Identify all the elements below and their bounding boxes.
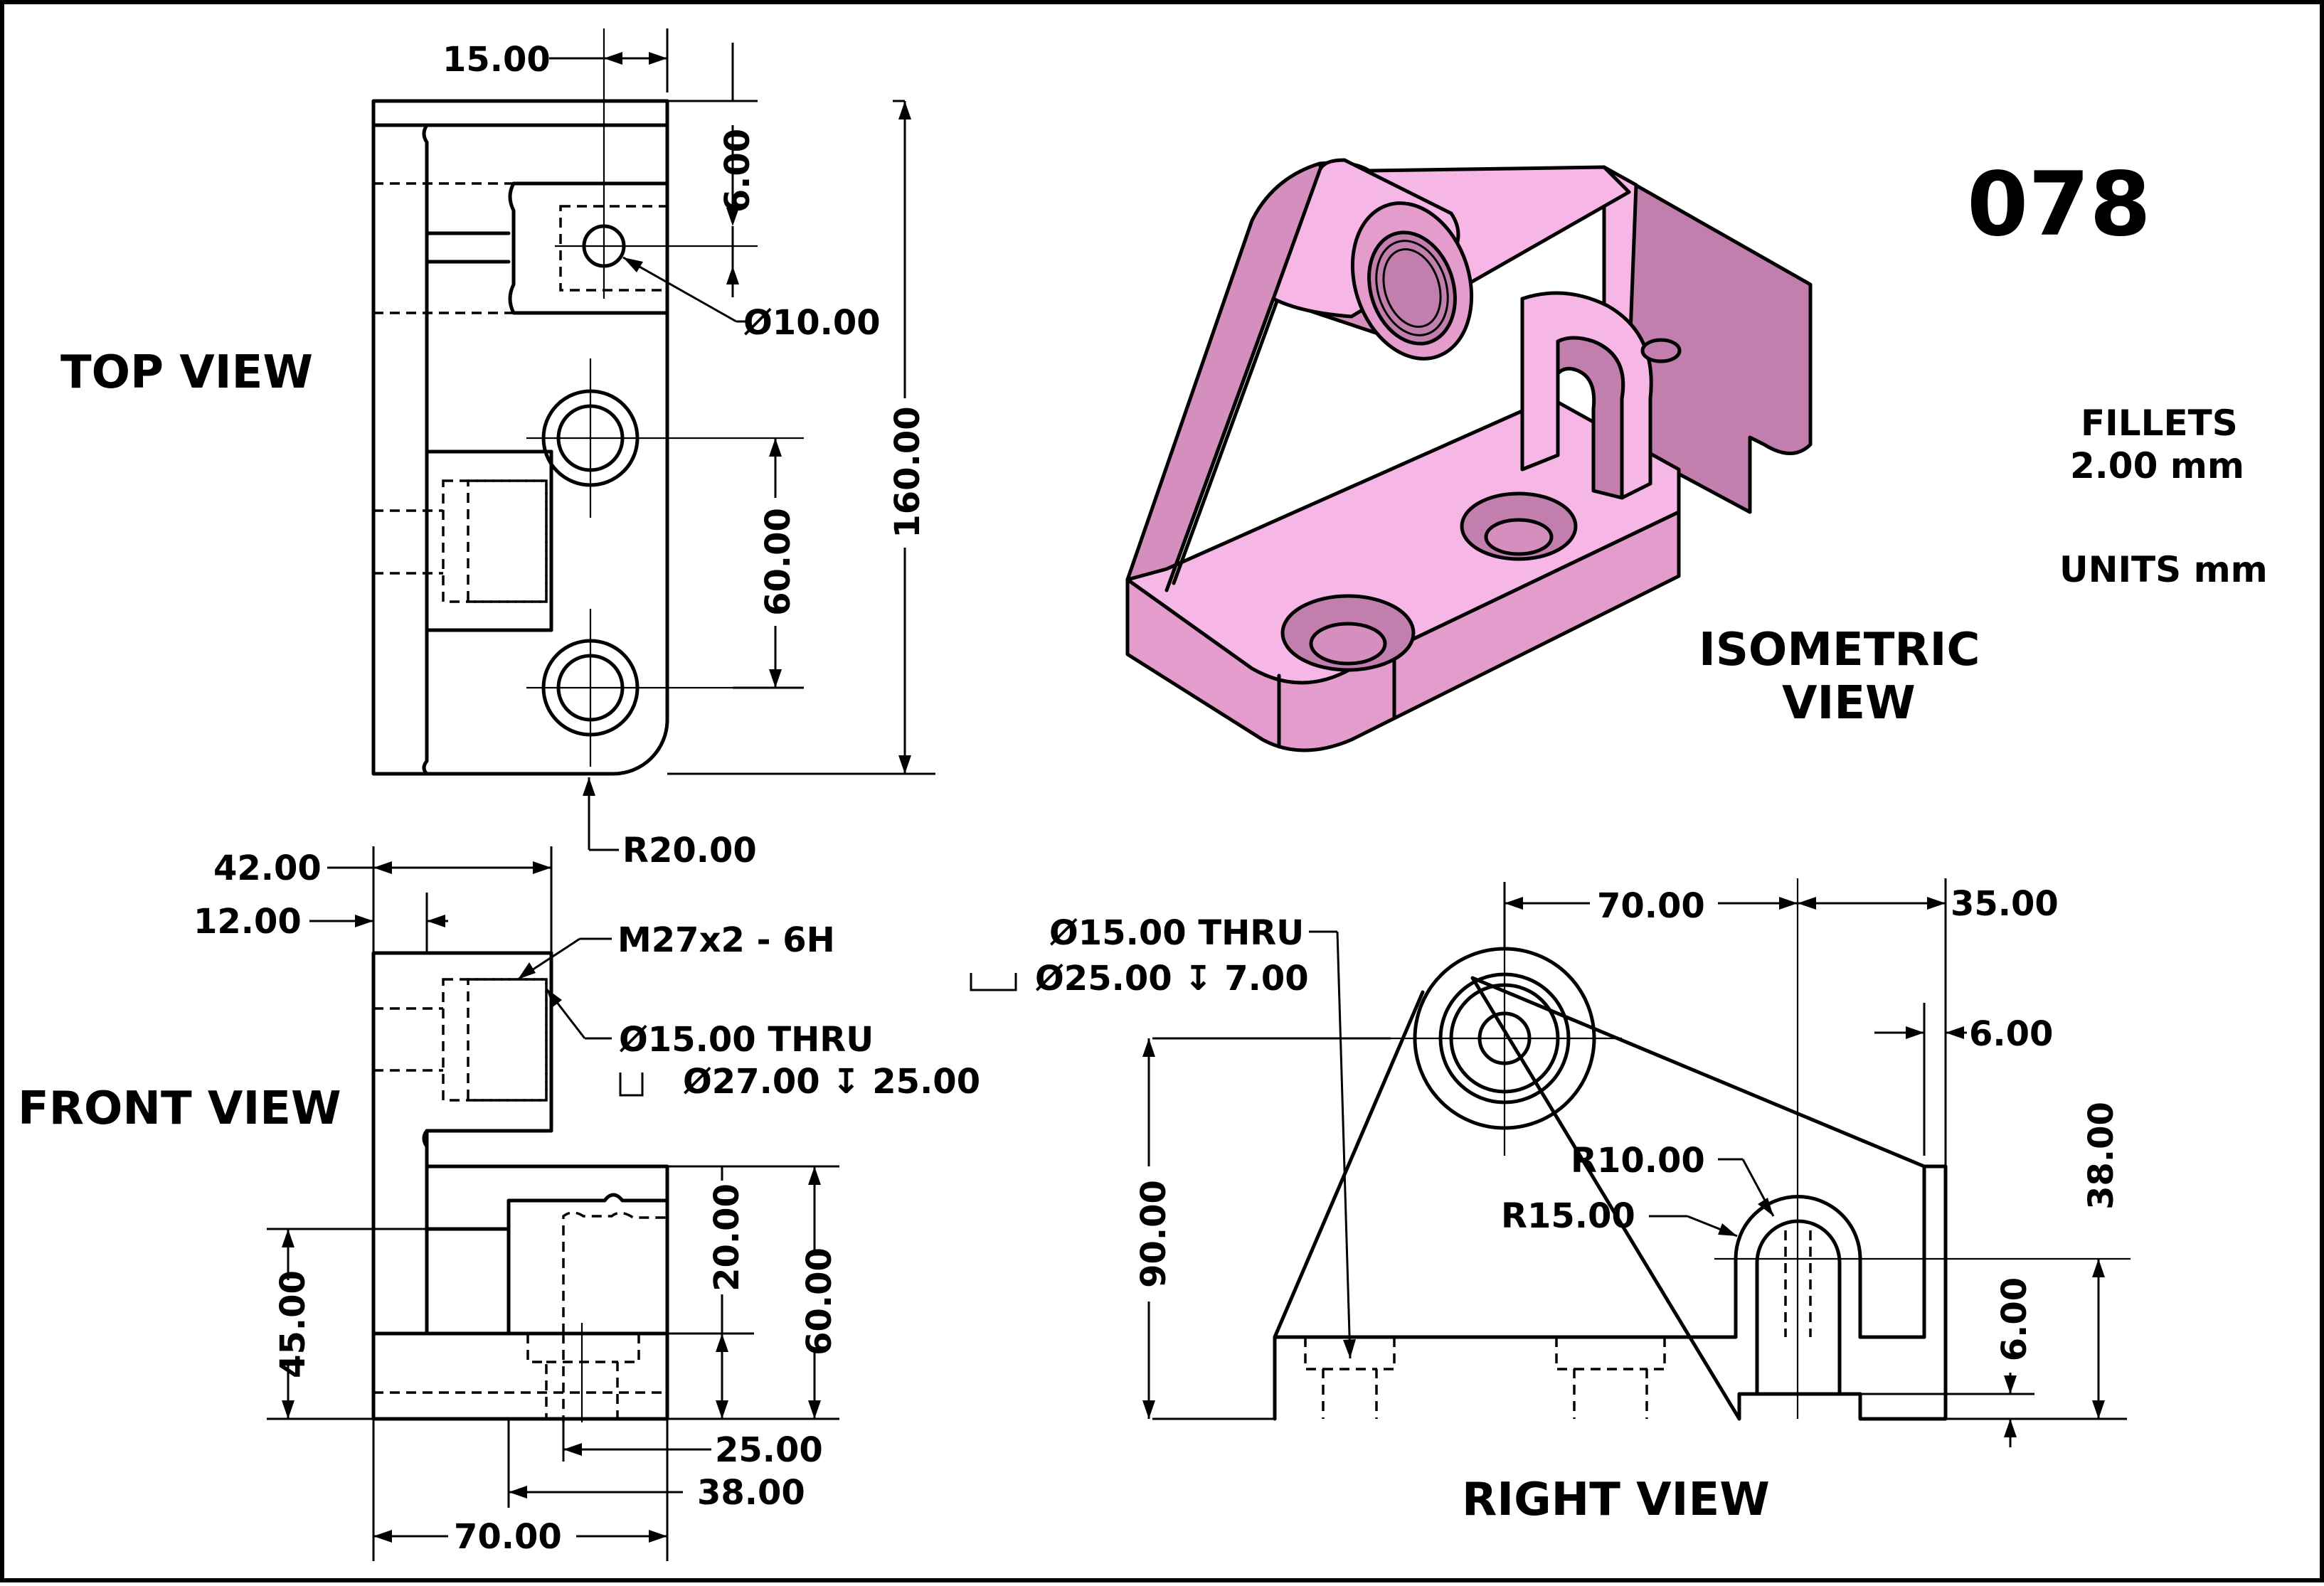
front-view-label: FRONT VIEW [18,1082,341,1135]
right-dim-r15: R15.00 [1501,1196,1635,1236]
right-dim-6b: 6.00 [1995,1277,2034,1361]
right-dim-38: 38.00 [2081,1102,2121,1210]
right-dim-35: 35.00 [1951,884,2059,924]
right-dim-6a: 6.00 [1969,1014,2053,1054]
top-view: 15.00 6.00 Ø10.00 160.00 60.00 R20.00 TO… [60,28,935,871]
front-cbore-callout: Ø27.00 ↧ 25.00 [683,1062,980,1102]
drawing-number: 078 [1967,154,2151,256]
front-dim-45: 45.00 [273,1270,313,1378]
note-units: UNITS mm [2059,549,2268,590]
note-fillets-size: 2.00 mm [2070,445,2244,486]
front-dim-42: 42.00 [213,848,322,888]
iso-view-label-1: ISOMETRIC [1699,624,1980,676]
right-dim-r10: R10.00 [1571,1141,1705,1181]
right-thru-callout: Ø15.00 THRU [1049,913,1304,953]
front-thread-callout: M27x2 - 6H [617,920,835,960]
top-dim-r20: R20.00 [622,831,757,871]
front-dim-38: 38.00 [697,1473,805,1513]
top-dim-60: 60.00 [758,508,798,616]
front-dim-12: 12.00 [193,902,302,942]
front-view: 42.00 12.00 M27x2 - 6H Ø15.00 THRU Ø27.0… [18,846,980,1561]
top-dim-160: 160.00 [888,406,928,538]
note-fillets: FILLETS [2081,403,2238,444]
front-dim-60: 60.00 [800,1247,839,1356]
front-dim-20: 20.00 [707,1183,747,1292]
right-view-label: RIGHT VIEW [1462,1474,1770,1526]
top-dim-6: 6.00 [718,129,758,213]
iso-view-label-2: VIEW [1782,677,1916,730]
top-view-label: TOP VIEW [60,346,313,399]
top-dim-15: 15.00 [442,40,551,80]
front-dim-25: 25.00 [715,1430,823,1470]
top-dim-hole-dia: Ø10.00 [743,303,881,343]
right-dim-70: 70.00 [1597,886,1705,926]
right-dim-90: 90.00 [1134,1180,1174,1288]
right-cbore-callout: Ø25.00 ↧ 7.00 [1035,959,1309,999]
front-dim-70: 70.00 [454,1517,562,1557]
front-thru-callout: Ø15.00 THRU [619,1020,874,1060]
isometric-view [1125,158,1813,752]
right-view: 70.00 35.00 Ø15.00 THRU Ø25.00 ↧ 7.00 6.… [970,878,2131,1526]
